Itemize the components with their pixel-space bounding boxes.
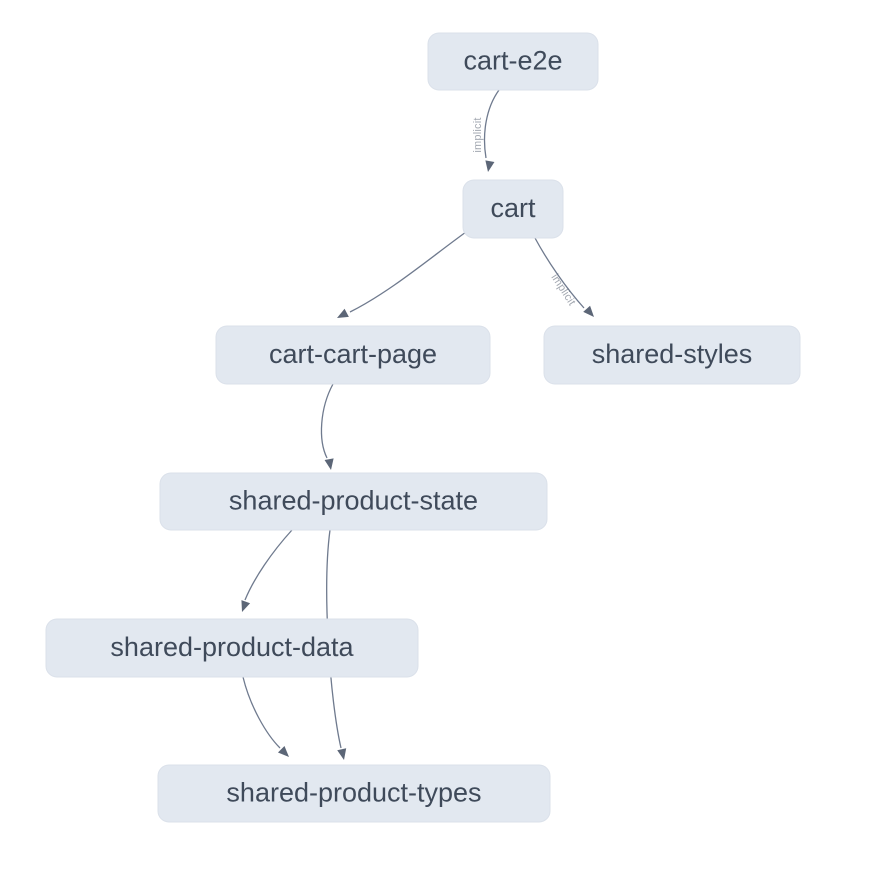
node-label: shared-product-data bbox=[110, 632, 354, 662]
graph-edge bbox=[483, 89, 500, 172]
graph-edge bbox=[242, 676, 289, 757]
edge-arrowhead-icon bbox=[583, 305, 594, 317]
edge-label: implicit bbox=[548, 272, 577, 308]
edge-arrowhead-icon bbox=[337, 308, 349, 318]
edge-arrowhead-icon bbox=[337, 748, 347, 760]
graph-node-shared-product-state[interactable]: shared-product-state bbox=[159, 472, 548, 531]
edge-label: implicit bbox=[472, 117, 484, 152]
edge-line bbox=[244, 529, 293, 601]
edge-arrowhead-icon bbox=[485, 160, 495, 172]
edge-arrowhead-icon bbox=[324, 458, 334, 470]
graph-edge bbox=[534, 237, 594, 317]
node-box[interactable] bbox=[157, 764, 551, 823]
nodes-layer: cart-e2e cart cart-cart-page shared-styles s… bbox=[45, 32, 801, 823]
node-box[interactable] bbox=[427, 32, 599, 91]
edge-arrowhead-icon bbox=[277, 745, 289, 757]
edge-line bbox=[349, 231, 467, 313]
node-box[interactable] bbox=[215, 325, 491, 385]
graph-edge bbox=[320, 383, 334, 470]
node-label: shared-styles bbox=[592, 339, 753, 369]
node-label: shared-product-state bbox=[229, 486, 478, 516]
edge-line bbox=[242, 676, 281, 749]
edge-line bbox=[483, 89, 500, 159]
graph-node-shared-product-data[interactable]: shared-product-data bbox=[45, 618, 419, 678]
node-box[interactable] bbox=[159, 472, 548, 531]
graph-node-cart-e2e[interactable]: cart-e2e bbox=[427, 32, 599, 91]
graph-node-shared-styles[interactable]: shared-styles bbox=[543, 325, 801, 385]
node-label: shared-product-types bbox=[226, 778, 481, 808]
node-label: cart-cart-page bbox=[269, 339, 437, 369]
node-box[interactable] bbox=[45, 618, 419, 678]
edge-line bbox=[320, 383, 334, 459]
edge-arrowhead-icon bbox=[241, 600, 251, 612]
graph-node-cart-cart-page[interactable]: cart-cart-page bbox=[215, 325, 491, 385]
graph-node-shared-product-types[interactable]: shared-product-types bbox=[157, 764, 551, 823]
graph-edge bbox=[337, 231, 467, 318]
graph-edge bbox=[241, 529, 293, 612]
node-label: cart bbox=[490, 193, 536, 223]
node-box[interactable] bbox=[543, 325, 801, 385]
edge-line bbox=[534, 237, 585, 309]
node-box[interactable] bbox=[462, 179, 564, 239]
graph-node-cart[interactable]: cart bbox=[462, 179, 564, 239]
node-label: cart-e2e bbox=[463, 46, 562, 76]
